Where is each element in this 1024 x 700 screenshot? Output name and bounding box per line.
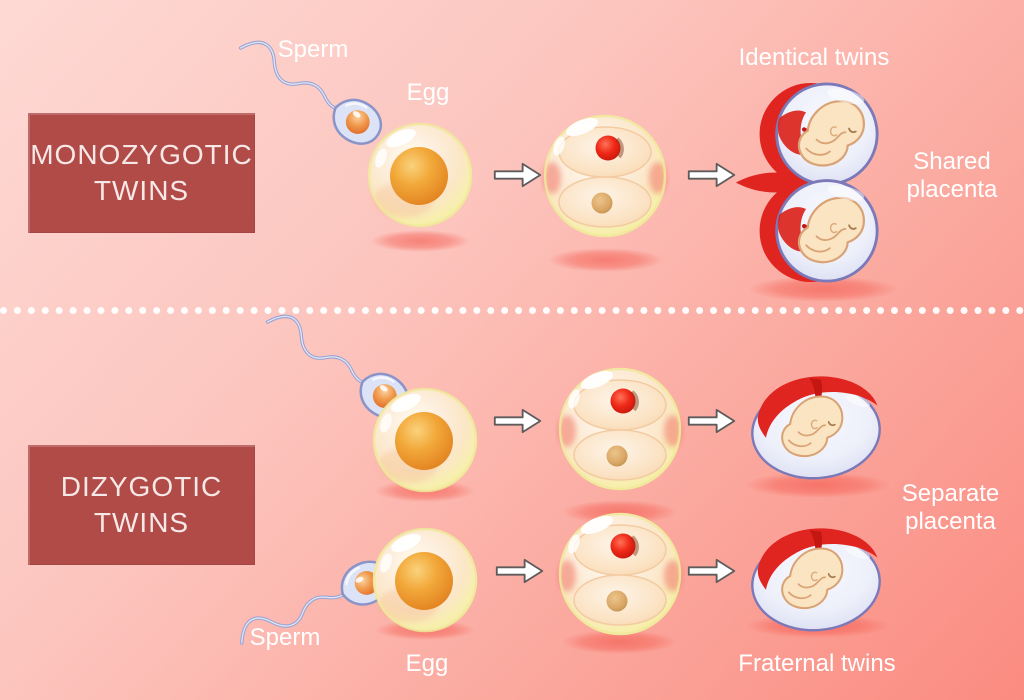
zygote-two-cell-icon bbox=[555, 363, 685, 493]
dotted-divider bbox=[0, 307, 1024, 314]
arrow-right-icon bbox=[686, 556, 738, 586]
zygote-two-cell-icon bbox=[540, 110, 670, 240]
arrow-right-icon bbox=[492, 160, 544, 190]
egg-icon bbox=[365, 118, 475, 228]
arrow-right-icon bbox=[492, 406, 544, 436]
egg-label-top: Egg bbox=[406, 79, 450, 106]
egg-shadow bbox=[370, 230, 470, 252]
zygote-shadow bbox=[548, 248, 663, 272]
egg-icon bbox=[370, 383, 480, 493]
egg-icon bbox=[370, 523, 480, 633]
arrow-right-icon bbox=[494, 556, 546, 586]
identical-twins-label: Identical twins bbox=[738, 44, 890, 71]
dizygotic-title-line2: TWINS bbox=[93, 507, 190, 538]
dizygotic-title-line1: DIZYGOTIC bbox=[60, 471, 223, 502]
zygote-two-cell-icon bbox=[555, 508, 685, 638]
shared-placenta-label: Shared placenta bbox=[906, 148, 998, 203]
dizygotic-title-box: DIZYGOTIC TWINS bbox=[28, 445, 255, 565]
monozygotic-title-line1: MONOZYGOTIC bbox=[30, 139, 253, 170]
separate-placenta-label: Separate placenta bbox=[901, 480, 1000, 535]
fraternal-twins-label: Fraternal twins bbox=[738, 650, 896, 677]
monozygotic-title-box: MONOZYGOTIC TWINS bbox=[28, 113, 255, 233]
sperm-label-top: Sperm bbox=[277, 36, 349, 63]
fetus-separate-placenta-icon bbox=[735, 522, 897, 635]
egg-label-bottom: Egg bbox=[405, 650, 449, 677]
fetus-separate-placenta-icon bbox=[735, 370, 897, 483]
monozygotic-title-line2: TWINS bbox=[93, 175, 190, 206]
sperm-label-bottom: Sperm bbox=[249, 624, 321, 651]
arrow-right-icon bbox=[686, 406, 738, 436]
